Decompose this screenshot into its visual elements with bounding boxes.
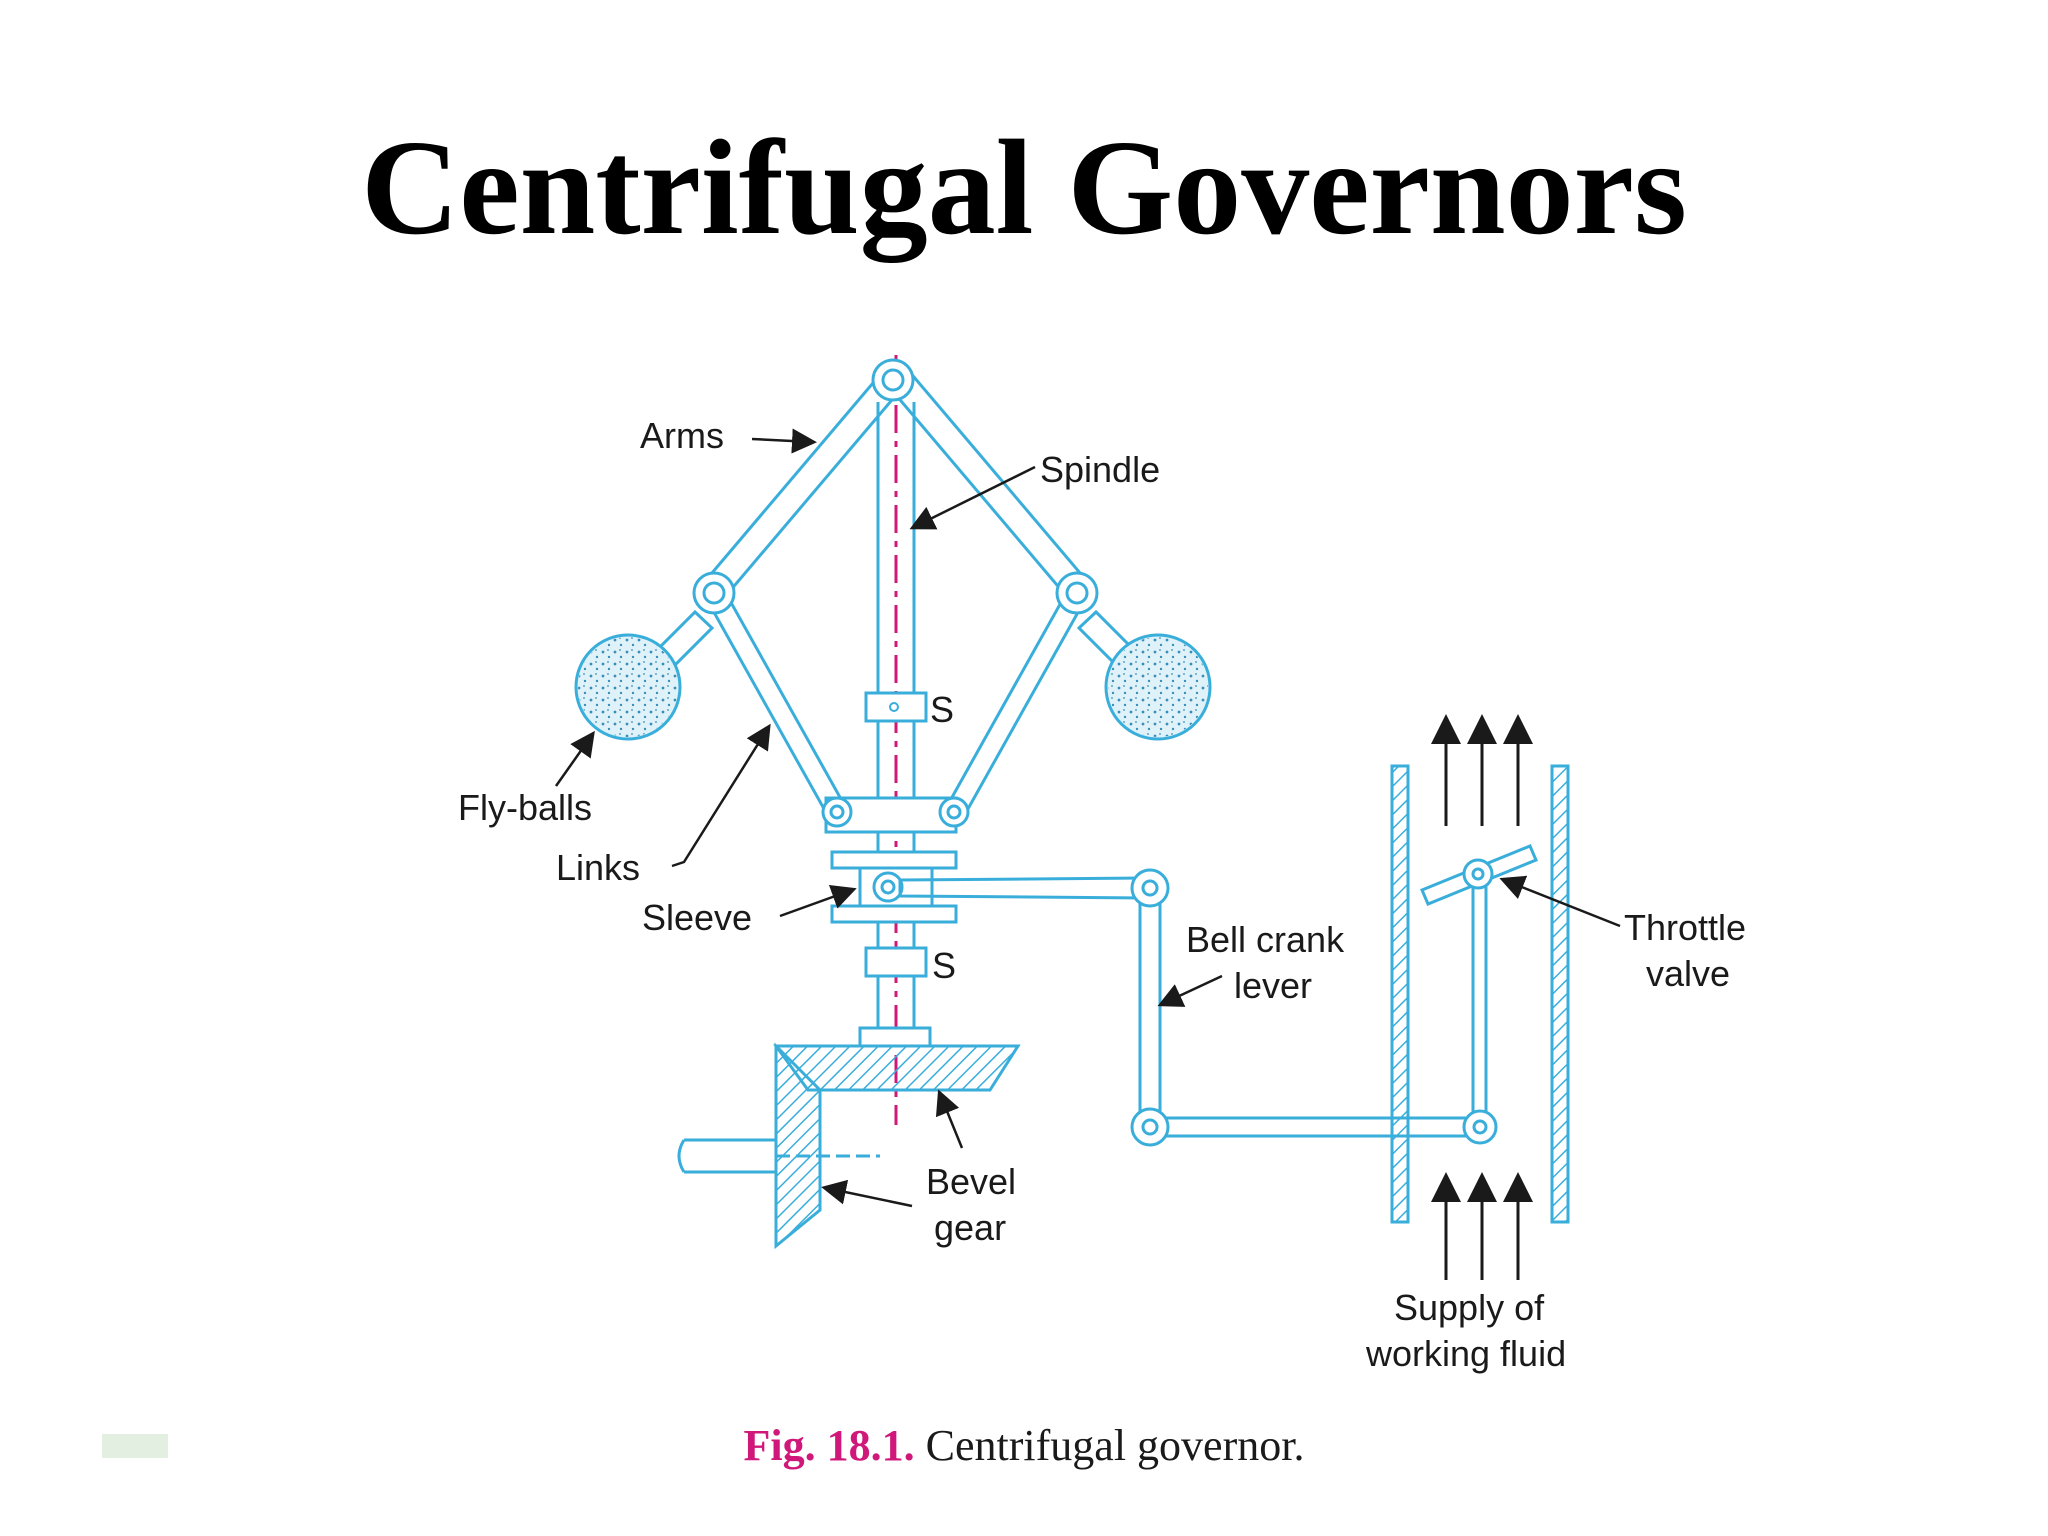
arms-leader <box>751 428 817 454</box>
throttle-leader <box>1499 875 1621 928</box>
bevel-gear <box>773 1026 1021 1250</box>
label-throttle-2: valve <box>1646 953 1730 994</box>
flow-arrows-out <box>1431 714 1533 826</box>
slide-marker <box>102 1434 168 1458</box>
bevel-leader-1 <box>935 1089 964 1149</box>
label-arms: Arms <box>640 415 724 456</box>
fly-balls-leader <box>554 730 595 787</box>
spindle-leader <box>909 465 1036 530</box>
upper-stop <box>864 691 928 723</box>
bevel-leader-2 <box>821 1179 913 1208</box>
leader-arrows <box>554 428 1621 1208</box>
label-s-lower: S <box>932 945 956 986</box>
label-spindle: Spindle <box>1040 449 1160 490</box>
label-bell-crank-2: lever <box>1234 965 1312 1006</box>
links-leader <box>671 723 771 868</box>
figure-caption: Fig. 18.1. Centrifugal governor. <box>0 1420 2048 1471</box>
label-bevel-2: gear <box>934 1207 1006 1248</box>
label-supply-2: working fluid <box>1365 1333 1566 1374</box>
label-links: Links <box>556 847 640 888</box>
label-bell-crank-1: Bell crank <box>1186 919 1345 960</box>
horizontal-shaft <box>677 1138 880 1174</box>
bell-crank-joints <box>1130 868 1170 1147</box>
throttle-valve <box>1420 844 1538 1145</box>
label-bevel-1: Bevel <box>926 1161 1016 1202</box>
bell-crank-leader <box>1157 974 1223 1007</box>
pivot-joints <box>692 358 1099 903</box>
figure-number: Fig. 18.1. <box>743 1421 915 1470</box>
label-fly-balls: Fly-balls <box>458 787 592 828</box>
flow-arrows-in <box>1431 1172 1533 1280</box>
upper-stop-pin <box>889 702 899 712</box>
sleeve-leader <box>779 885 857 918</box>
fly-ball-right <box>1104 633 1212 741</box>
slide-title: Centrifugal Governors <box>361 113 1687 263</box>
label-throttle-1: Throttle <box>1624 907 1746 948</box>
label-s-upper: S <box>930 689 954 730</box>
figure-caption-text: Centrifugal governor. <box>925 1421 1305 1470</box>
steam-pipe <box>1390 764 1570 1224</box>
fly-ball-left <box>574 633 682 741</box>
label-supply-1: Supply of <box>1394 1287 1545 1328</box>
label-sleeve: Sleeve <box>642 897 752 938</box>
lower-stop <box>864 946 928 978</box>
